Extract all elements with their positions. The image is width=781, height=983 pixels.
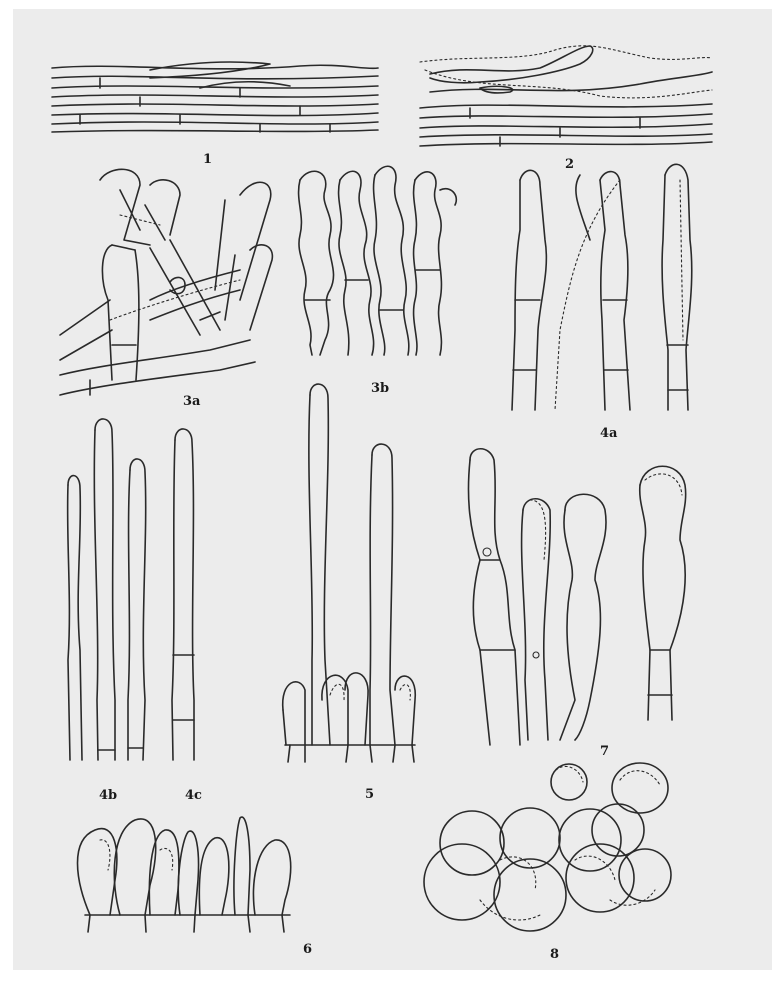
figure-4b-cystidia [68,419,146,760]
label-figure-3b: 3b [371,381,389,396]
label-figure-5: 5 [365,787,374,802]
label-figure-7: 7 [600,744,609,759]
figure-6-cells [78,817,291,932]
label-figure-6: 6 [303,942,312,957]
figure-1-hyphae [52,62,378,132]
figure-5-hymenium [283,384,416,762]
label-figure-4a: 4a [600,426,617,441]
figure-4c-cystidium [172,429,194,760]
figure-7-hyphae [468,449,685,745]
label-figure-8: 8 [550,947,559,962]
label-figure-4c: 4c [185,788,202,803]
figure-3b-cells [299,166,457,355]
figure-3a-hyphae [60,169,272,395]
microscopy-drawing [13,9,772,970]
figure-4a-cystidia [512,164,692,410]
label-figure-3a: 3a [183,394,200,409]
label-figure-4b: 4b [99,788,117,803]
illustration-plate: 1 2 3a 3b 4a 4b 4c 5 6 7 8 [13,9,772,970]
label-figure-2: 2 [565,157,574,172]
figure-8-cells [424,763,671,931]
figure-2-hyphae [420,46,712,146]
label-figure-1: 1 [203,152,212,167]
